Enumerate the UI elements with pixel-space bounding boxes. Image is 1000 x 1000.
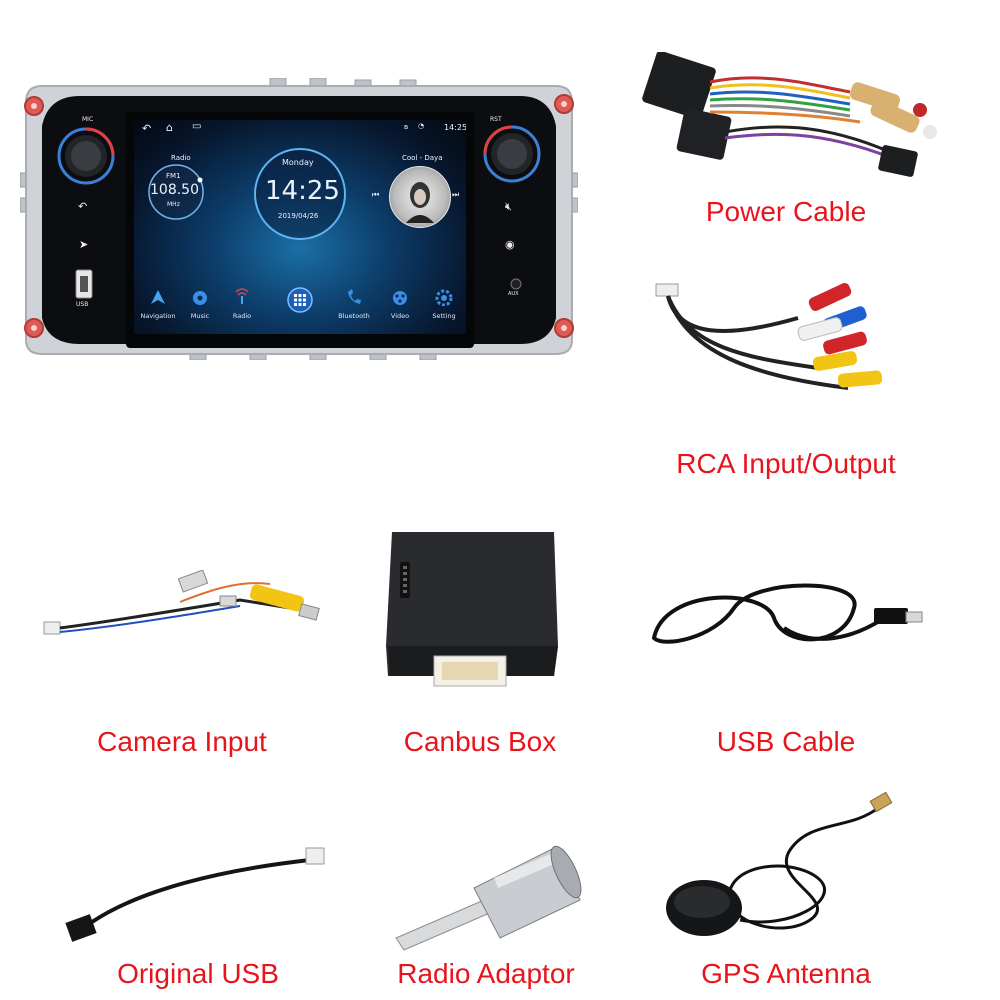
caption-original-usb: Original USB: [117, 958, 279, 989]
back-icon[interactable]: ↶: [78, 200, 88, 213]
mic-label: MIC: [82, 116, 94, 123]
dock-label-navigation: Navigation: [140, 312, 176, 320]
wifi-status-icon: ◔: [418, 122, 425, 130]
recent-apps-icon[interactable]: ▭: [192, 121, 202, 132]
clock-day: Monday: [282, 158, 314, 167]
clock-date: 2019/04/26: [278, 212, 319, 220]
navigate-arrow-icon[interactable]: ➤: [79, 238, 89, 251]
next-track-icon[interactable]: ⏭: [452, 190, 460, 199]
clock-widget: Monday 14:25 2019/04/26: [252, 146, 348, 242]
dock-item-bluetooth[interactable]: Bluetooth: [334, 286, 374, 330]
status-time: 14:25: [444, 123, 466, 132]
caption-gps: GPS Antenna: [701, 958, 871, 989]
navigation-icon: [151, 290, 165, 304]
music-title: Cool - Daya: [402, 154, 443, 162]
home-icon[interactable]: ⌂: [166, 121, 173, 134]
rca-cable-image: [655, 283, 883, 390]
dock-label-bluetooth: Bluetooth: [338, 312, 370, 320]
app-dock: Navigation Music Radio: [134, 286, 466, 334]
android-home-screen: ↶ ⌂ ▭ ʙ ◔ 14:25 FM1 108.50 MHz Radio Mon…: [134, 120, 466, 334]
radio-adaptor-image: [395, 845, 582, 951]
usb-label: USB: [76, 301, 89, 308]
voice-icon[interactable]: ◉: [505, 238, 515, 251]
gps-antenna-image: [666, 791, 893, 936]
music-icon: [193, 291, 207, 305]
usb-cable-image: [651, 583, 923, 644]
bluetooth-status-icon: ʙ: [404, 123, 409, 131]
rst-label: RST: [490, 116, 502, 123]
dock-label-video: Video: [390, 312, 410, 320]
dock-item-setting[interactable]: Setting: [424, 286, 464, 330]
clock-time: 14:25: [265, 176, 340, 206]
dock-item-radio[interactable]: Radio: [222, 286, 262, 330]
aux-label: AUX: [508, 291, 519, 297]
dock-item-apps[interactable]: [280, 286, 320, 330]
previous-track-icon[interactable]: ⏮: [372, 190, 380, 199]
camera-input-cable-image: [43, 570, 320, 635]
dock-item-navigation[interactable]: Navigation: [138, 286, 178, 330]
back-nav-icon[interactable]: ↶: [142, 122, 152, 135]
dock-label-music: Music: [190, 312, 210, 320]
radio-band: FM1: [166, 172, 181, 180]
caption-rca: RCA Input/Output: [676, 448, 896, 479]
head-unit-screen: ↶ ⌂ ▭ ʙ ◔ 14:25 FM1 108.50 MHz Radio Mon…: [126, 112, 474, 348]
bluetooth-phone-icon: [348, 289, 361, 304]
radio-title: Radio: [171, 154, 191, 162]
mute-icon[interactable]: 🔇︎: [505, 200, 512, 213]
radio-widget[interactable]: FM1 108.50 MHz: [146, 162, 206, 222]
settings-icon: [435, 289, 453, 307]
apps-grid-icon: [287, 287, 313, 313]
caption-power-cable: Power Cable: [705, 196, 867, 227]
caption-usb-cable: USB Cable: [716, 726, 856, 757]
radio-unit: MHz: [167, 201, 180, 208]
dock-label-radio: Radio: [232, 312, 252, 320]
dock-item-music[interactable]: Music: [180, 286, 220, 330]
original-usb-cable-image: [65, 847, 325, 942]
clock-widget-ring: [254, 148, 346, 240]
dock-item-video[interactable]: Video: [380, 286, 420, 330]
radio-icon: [235, 288, 249, 304]
power-cable-image: [642, 52, 937, 177]
album-art-portrait-icon: [406, 182, 434, 223]
radio-widget-ring: [148, 164, 204, 220]
caption-radio-adaptor: Radio Adaptor: [397, 958, 575, 989]
dock-label-setting: Setting: [432, 312, 456, 320]
canbus-box-image: [386, 532, 558, 687]
album-art[interactable]: [389, 166, 451, 228]
radio-frequency: 108.50: [150, 182, 199, 198]
video-icon: [393, 291, 407, 305]
caption-canbus: Canbus Box: [403, 726, 557, 757]
caption-camera: Camera Input: [97, 726, 267, 757]
